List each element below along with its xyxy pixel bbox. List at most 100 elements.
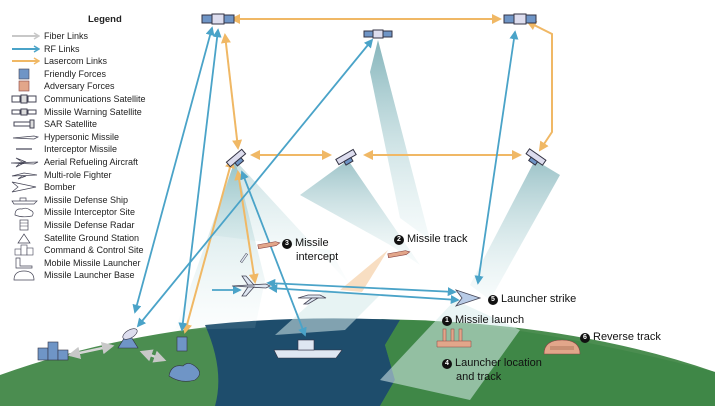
rf-links [132, 26, 519, 337]
communications-satellite-icon [11, 94, 37, 104]
callout-number: 6 [580, 333, 590, 343]
missile-launcher-base-icon [13, 271, 35, 281]
legend-item: Missile Launcher Base [6, 269, 186, 281]
beam-top-center [370, 40, 430, 240]
legend-item: Hypersonic Missile [6, 131, 186, 143]
missile-launcher-base [543, 339, 581, 355]
hypersonic-missile-icon [12, 135, 40, 140]
legend-item: Mobile Missile Launcher [6, 257, 186, 269]
missile-defense-ship-icon [11, 197, 38, 205]
aerial-refueling-aircraft-icon [10, 157, 39, 168]
lasercom-link [526, 21, 553, 152]
missile-warning-satellite [363, 29, 393, 39]
multi-role-fighter-icon [11, 172, 38, 179]
multi-role-fighter [297, 294, 327, 305]
sar-satellite [525, 148, 547, 166]
missile-interceptor-site [168, 363, 200, 382]
legend-item: RF Links [6, 43, 186, 55]
callout-number: 2 [394, 235, 404, 245]
legend-item-label: Hypersonic Missile [44, 131, 120, 142]
legend-item-label: Missile Launcher Base [44, 270, 135, 281]
rf-link [474, 30, 519, 285]
beam-mid-right [470, 160, 560, 300]
legend-item-label: Missile Interceptor Site [44, 207, 136, 218]
hypersonic-missile [387, 250, 411, 259]
legend-item: Missile Defense Ship [6, 194, 186, 206]
legend-item: Missile Interceptor Site [6, 206, 186, 218]
satellite-ground-station [117, 328, 139, 349]
legend-item: Multi-role Fighter [6, 169, 186, 181]
legend-item-label: Multi-role Fighter [44, 169, 112, 180]
missile-defense-ship [273, 339, 343, 359]
sar-satellite [335, 148, 357, 166]
interceptor-missile [257, 241, 281, 250]
callout-number: 1 [442, 316, 452, 326]
legend-item-label: Missile Defense Radar [44, 220, 135, 230]
callout-label: Launcher location [455, 357, 542, 369]
legend-item-label: Communications Satellite [44, 94, 146, 104]
bomber-icon [11, 181, 37, 193]
beam-launch-adv [340, 250, 388, 292]
bomber [454, 289, 482, 307]
satellite-ground-station-icon [17, 232, 31, 243]
ocean [205, 318, 400, 406]
fiber-link [67, 341, 115, 360]
mobile-missile-launcher-icon [15, 257, 33, 269]
lasercom-link-icon [12, 57, 40, 65]
legend-item: Adversary Forces [6, 80, 186, 92]
adversary-forces-icon [18, 81, 30, 92]
rf-link [266, 278, 457, 297]
legend-item: Bomber [6, 181, 186, 193]
legend-item-label: Missile Defense Ship [44, 194, 129, 205]
missile-defense-radar [176, 336, 188, 352]
callout-label-line2: and track [456, 371, 502, 383]
legend-item-label: Adversary Forces [44, 81, 115, 92]
legend-item-label: Fiber Links [44, 31, 89, 41]
sar-satellite-icon [13, 119, 35, 129]
legend-item: Command & Control Site [6, 244, 186, 256]
fiber-link-icon [12, 32, 40, 40]
legend-item-label: Lasercom Links [44, 56, 108, 67]
legend-item-label: Aerial Refueling Aircraft [44, 157, 139, 167]
callout-label: Launcher strike [501, 293, 577, 305]
beam-ground [380, 300, 520, 400]
legend-item: Missile Warning Satellite [6, 106, 186, 118]
aerial-refueling-aircraft [231, 275, 271, 297]
legend-item-label: Interceptor Missile [44, 144, 118, 155]
legend-item-label: Bomber [44, 182, 76, 193]
legend-title: Legend [88, 14, 122, 25]
sar-satellite [225, 148, 247, 168]
command-control-site [37, 341, 69, 361]
missile-interceptor-site-icon [14, 208, 34, 218]
callout-number: 5 [488, 295, 498, 305]
legend-item-label: Mobile Missile Launcher [44, 257, 141, 268]
callout-number: 3 [282, 239, 292, 249]
legend-item: Fiber Links [6, 30, 186, 42]
legend-item-label: Friendly Forces [44, 68, 107, 79]
legend-item-label: SAR Satellite [44, 119, 98, 130]
legend-item: Friendly Forces [6, 68, 186, 80]
mobile-missile-launcher [436, 328, 472, 348]
legend-item: SAR Satellite [6, 118, 186, 130]
legend-item: Communications Satellite [6, 93, 186, 105]
rf-link [240, 170, 307, 337]
legend-item-label: Missile Warning Satellite [44, 106, 142, 117]
callout-label: Missile track [407, 233, 468, 245]
callout-label-line2: intercept [296, 251, 339, 263]
interceptor-missile [239, 252, 249, 264]
callout-label: Reverse track [593, 331, 661, 343]
legend-item: Missile Defense Radar [6, 219, 186, 231]
callout-label: Missile [295, 237, 329, 249]
legend-item-label: Satellite Ground Station [44, 232, 140, 243]
legend-item-label: Command & Control Site [44, 245, 144, 256]
callout-number: 4 [442, 359, 452, 369]
fiber-links [67, 341, 167, 363]
friendly-forces-icon [18, 68, 30, 80]
